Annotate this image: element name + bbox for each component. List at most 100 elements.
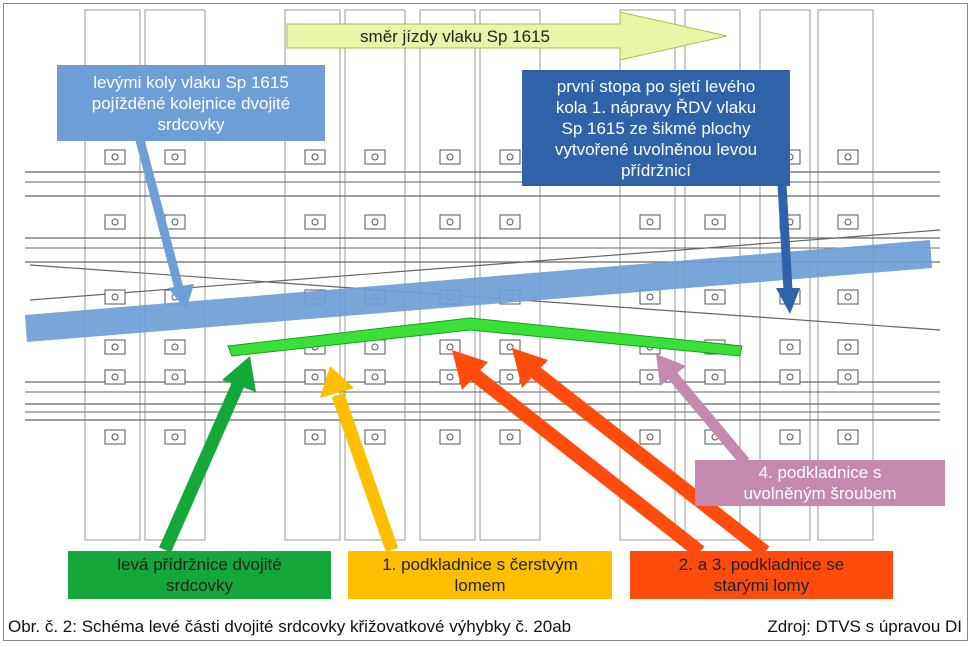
- base-plate: [304, 149, 326, 165]
- bolt: [506, 343, 514, 351]
- callout-text: levá přídržnice dvojité: [117, 555, 282, 574]
- callout-text: levými koly vlaku Sp 1615: [93, 72, 289, 92]
- base-plate: [837, 369, 859, 385]
- bolt: [646, 373, 654, 381]
- base-plate: [779, 429, 801, 445]
- bolt: [311, 373, 319, 381]
- callout-guard-rail: levá přídržnice dvojité srdcovky: [68, 551, 331, 599]
- base-plate: [499, 149, 521, 165]
- base-plate: [164, 429, 186, 445]
- arrows: [135, 138, 800, 558]
- base-plate: [779, 369, 801, 385]
- base-plate: [304, 429, 326, 445]
- bolt: [111, 218, 119, 226]
- base-plate: [164, 369, 186, 385]
- base-plate: [499, 429, 521, 445]
- bolt: [371, 433, 379, 441]
- figure-source: Zdroj: DTVS s úpravou DI: [767, 617, 962, 636]
- base-plate: [104, 214, 126, 230]
- callout-text: 2. a 3. podkladnice se: [678, 555, 845, 574]
- base-plate: [704, 214, 726, 230]
- red-arrow-2-head: [512, 348, 548, 388]
- bolt: [844, 343, 852, 351]
- callout-text: pojížděné kolejnice dvojité: [91, 93, 291, 113]
- callout-text: srdcovky: [157, 114, 225, 134]
- bolt: [646, 218, 654, 226]
- base-plate: [164, 339, 186, 355]
- bolt: [111, 153, 119, 161]
- bolt: [506, 373, 514, 381]
- bolt: [371, 218, 379, 226]
- red-arrow-2: [530, 366, 770, 558]
- base-plate: [779, 339, 801, 355]
- callout-text: srdcovky: [165, 576, 234, 595]
- base-plate: [639, 289, 661, 305]
- bolt: [446, 218, 454, 226]
- bolt: [171, 373, 179, 381]
- base-plate: [704, 289, 726, 305]
- bolt: [506, 218, 514, 226]
- figure-caption: Obr. č. 2: Schéma levé části dvojité srd…: [8, 617, 572, 636]
- red-arrow-1-head: [452, 350, 488, 390]
- callout-text: první stopa po sjetí levého: [556, 76, 756, 96]
- bolt: [786, 373, 794, 381]
- base-plate: [639, 214, 661, 230]
- bolt: [311, 433, 319, 441]
- base-plate: [837, 149, 859, 165]
- base-plate: [364, 369, 386, 385]
- base-plate: [104, 289, 126, 305]
- base-plate: [104, 339, 126, 355]
- base-plate: [364, 149, 386, 165]
- bolt: [171, 153, 179, 161]
- base-plate: [499, 214, 521, 230]
- green-arrow: [159, 377, 246, 553]
- base-plate: [439, 214, 461, 230]
- callout-plate1: 1. podkladnice s čerstvým lomem: [348, 551, 612, 599]
- red-arrow-1: [470, 369, 705, 558]
- bolt: [844, 373, 852, 381]
- bolt: [646, 433, 654, 441]
- callout-text: vytvořené uvolněnou levou: [554, 139, 758, 159]
- base-plate: [837, 339, 859, 355]
- bolt: [786, 433, 794, 441]
- direction-text: směr jízdy vlaku Sp 1615: [360, 26, 550, 46]
- base-plate: [837, 429, 859, 445]
- dark-blue-arrow: [777, 183, 793, 291]
- bolt: [786, 343, 794, 351]
- sleeper: [419, 9, 476, 541]
- light-blue-arrow: [135, 138, 185, 294]
- callout-text: uvolněným šroubem: [743, 484, 897, 503]
- callout-first-trace: první stopa po sjetí levého kola 1. nápr…: [522, 70, 790, 186]
- wheel-path-band: [25, 240, 932, 342]
- base-plate: [439, 339, 461, 355]
- base-plate: [704, 369, 726, 385]
- bolt: [371, 373, 379, 381]
- bolt: [844, 218, 852, 226]
- figure-frame: [3, 3, 968, 641]
- bolt: [711, 218, 719, 226]
- bolt: [711, 373, 719, 381]
- base-plate: [639, 369, 661, 385]
- base-plate: [364, 339, 386, 355]
- bolt: [111, 293, 119, 301]
- callout-plates23: 2. a 3. podkladnice se starými lomy: [630, 551, 893, 599]
- callout-plate4: 4. podkladnice s uvolněným šroubem: [695, 460, 945, 506]
- yellow-arrow-head: [320, 366, 354, 398]
- bolt: [446, 433, 454, 441]
- yellow-arrow: [331, 392, 399, 553]
- direction-label: směr jízdy vlaku Sp 1615: [290, 24, 620, 48]
- base-plate: [639, 429, 661, 445]
- callout-text: kola 1. nápravy ŘDV vlaku: [555, 97, 757, 117]
- bolt: [506, 433, 514, 441]
- bolt: [844, 433, 852, 441]
- bolt: [311, 218, 319, 226]
- green-arrow-head: [222, 356, 256, 392]
- bolt: [446, 373, 454, 381]
- base-plate: [164, 149, 186, 165]
- base-plate: [499, 369, 521, 385]
- pink-arrow: [667, 371, 750, 466]
- base-plate: [439, 149, 461, 165]
- bolt: [646, 293, 654, 301]
- light-blue-arrow-head: [168, 284, 194, 310]
- bolt: [111, 433, 119, 441]
